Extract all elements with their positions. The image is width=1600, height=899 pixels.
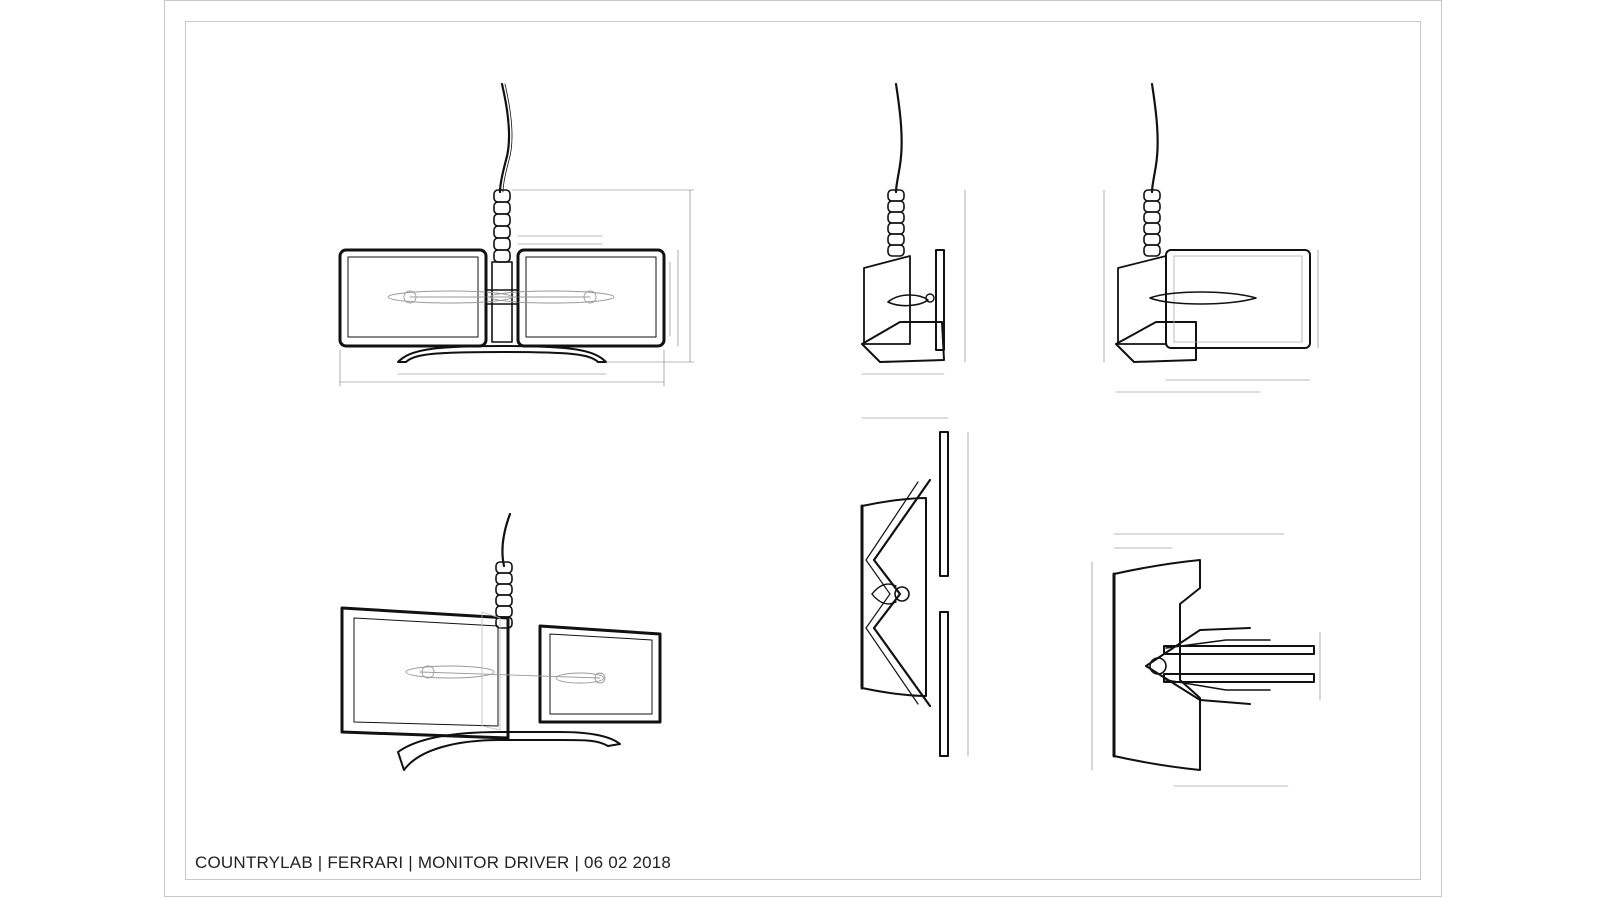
top-folded-view	[1091, 533, 1321, 787]
drawing-caption: COUNTRYLAB | FERRARI | MONITOR DRIVER | …	[195, 853, 672, 872]
front-view	[338, 82, 695, 387]
perspective-view	[340, 512, 662, 771]
top-view	[860, 417, 969, 757]
drawing-sheet-outer-border	[164, 0, 1442, 897]
side-view	[861, 82, 966, 375]
drawing-sheet-inner-border	[185, 21, 1421, 880]
side-extended-view	[1103, 82, 1319, 393]
spine-ribs	[493, 189, 511, 263]
